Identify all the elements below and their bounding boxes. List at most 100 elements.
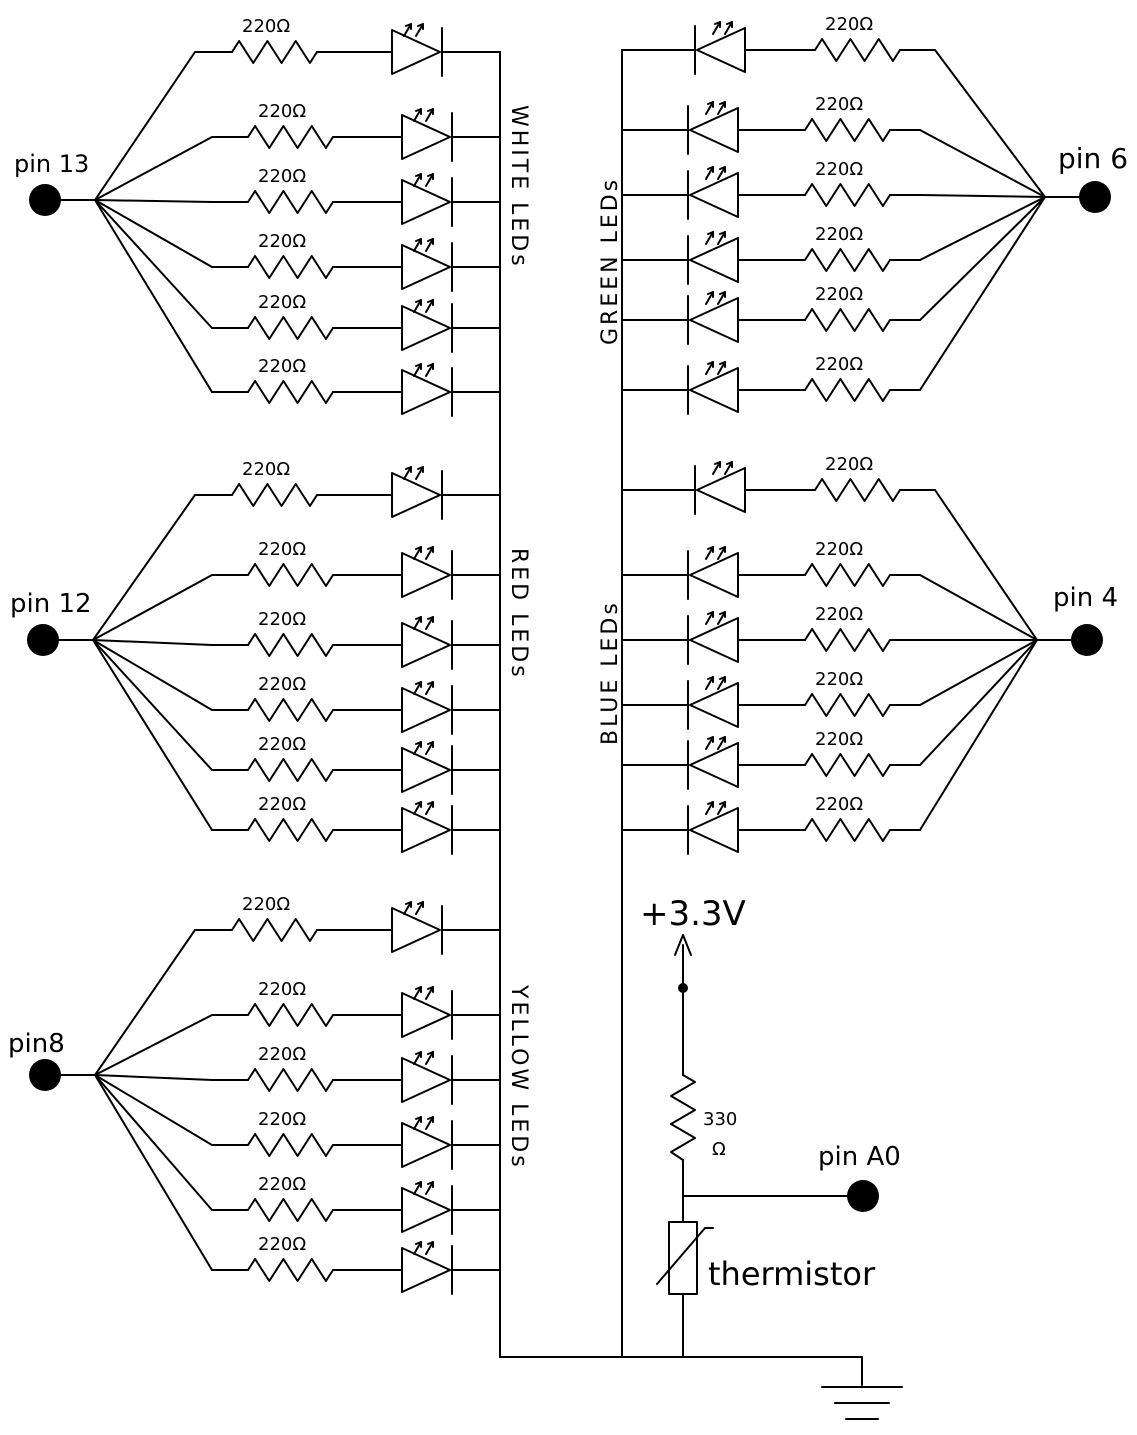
- led-arrow: [413, 363, 422, 377]
- led: [401, 1187, 451, 1233]
- led-arrow: [705, 676, 714, 690]
- led: [391, 29, 441, 75]
- fan-wire: [94, 929, 196, 1076]
- led-arrow: [705, 611, 714, 625]
- led-arrowhead: [415, 238, 422, 245]
- led-arrowhead: [427, 1116, 434, 1123]
- blue-leds-label: BLUE LEDs: [598, 600, 623, 745]
- resistor-label: 220Ω: [258, 794, 306, 815]
- led-arrow: [425, 1116, 434, 1130]
- led-arrowhead: [415, 986, 422, 993]
- led-arrowhead: [427, 681, 434, 688]
- wires: [42, 49, 1096, 1386]
- yellow-leds-label: YELLOW LEDs: [506, 984, 531, 1170]
- led-arrow: [712, 461, 721, 475]
- led-arrowhead: [714, 21, 721, 28]
- led-arrowhead: [714, 461, 721, 468]
- led-arrowhead: [427, 1051, 434, 1058]
- led-arrowhead: [726, 21, 733, 28]
- resistor: [231, 40, 318, 64]
- led: [391, 907, 441, 953]
- resistor: [804, 308, 891, 332]
- resistor: [231, 483, 318, 507]
- pin4-dot: [1071, 624, 1103, 656]
- led-arrowhead: [417, 466, 424, 473]
- led-arrowhead: [427, 616, 434, 623]
- led-arrow: [413, 238, 422, 252]
- led: [391, 472, 441, 518]
- led-arrow: [705, 231, 714, 245]
- led-arrowhead: [427, 299, 434, 306]
- led-arrowhead: [427, 741, 434, 748]
- led-arrow: [705, 166, 714, 180]
- components: 220Ω 220Ω 220Ω 220Ω 220Ω 220Ω 220Ω 220Ω 220Ω 220Ω…: [231, 14, 903, 1420]
- resistor: [247, 633, 334, 657]
- resistor-label: 220Ω: [258, 1234, 306, 1255]
- resistor-label: 220Ω: [815, 94, 863, 115]
- fan-wire: [92, 574, 213, 641]
- led: [401, 622, 451, 668]
- led-arrow: [413, 801, 422, 815]
- led-arrowhead: [415, 173, 422, 180]
- led-arrow: [717, 546, 726, 560]
- thermistor-slash: [656, 1227, 714, 1285]
- led: [401, 369, 451, 415]
- white-leds-label: WHITE LEDs: [506, 105, 531, 269]
- led-arrow: [425, 546, 434, 560]
- resistor: [814, 38, 901, 62]
- led-arrow: [717, 736, 726, 750]
- led: [689, 742, 739, 788]
- led-arrow: [425, 173, 434, 187]
- led-arrowhead: [427, 546, 434, 553]
- pin4-label: pin 4: [1053, 583, 1118, 613]
- led-arrowhead: [415, 546, 422, 553]
- resistor-label: 220Ω: [815, 539, 863, 560]
- led-arrow: [415, 23, 424, 37]
- led-arrow: [413, 741, 422, 755]
- resistor-label: 220Ω: [815, 354, 863, 375]
- led-arrow: [425, 108, 434, 122]
- fan-wire: [92, 639, 213, 831]
- led-arrowhead: [707, 231, 714, 238]
- led-arrowhead: [719, 101, 726, 108]
- fan-wire: [919, 639, 1038, 706]
- led: [689, 552, 739, 598]
- pin-a0-label: pin A0: [818, 1142, 901, 1172]
- led: [401, 687, 451, 733]
- fan-wire: [92, 639, 213, 771]
- resistor: [804, 248, 891, 272]
- resistor: [247, 380, 334, 404]
- led-arrow: [425, 1241, 434, 1255]
- led-arrowhead: [719, 676, 726, 683]
- resistor-label: 220Ω: [815, 794, 863, 815]
- led-arrowhead: [415, 1051, 422, 1058]
- led-arrowhead: [415, 1241, 422, 1248]
- led-arrowhead: [405, 466, 412, 473]
- resistor: [247, 698, 334, 722]
- led-arrow: [413, 1241, 422, 1255]
- led-arrowhead: [719, 231, 726, 238]
- led-arrowhead: [707, 676, 714, 683]
- fan-wire: [92, 639, 213, 646]
- thermistor-label: thermistor: [708, 1255, 876, 1293]
- led-arrowhead: [415, 1116, 422, 1123]
- resistor-label: 220Ω: [815, 224, 863, 245]
- green-leds-label: GREEN LEDs: [598, 177, 623, 345]
- resistor: [804, 563, 891, 587]
- pin-a0-dot: [847, 1180, 879, 1212]
- led-arrow: [425, 238, 434, 252]
- fan-wire: [919, 196, 1046, 321]
- resistor-label: 220Ω: [815, 604, 863, 625]
- led: [401, 305, 451, 351]
- led-arrowhead: [415, 616, 422, 623]
- led-arrow: [413, 1051, 422, 1065]
- led-arrowhead: [707, 801, 714, 808]
- resistor-label: 220Ω: [815, 284, 863, 305]
- fan-wire: [94, 199, 213, 329]
- resistor: [804, 183, 891, 207]
- led-arrow: [425, 616, 434, 630]
- resistor-label: 220Ω: [815, 729, 863, 750]
- led-arrow: [425, 681, 434, 695]
- pin8-dot: [29, 1059, 61, 1091]
- led-arrowhead: [707, 166, 714, 173]
